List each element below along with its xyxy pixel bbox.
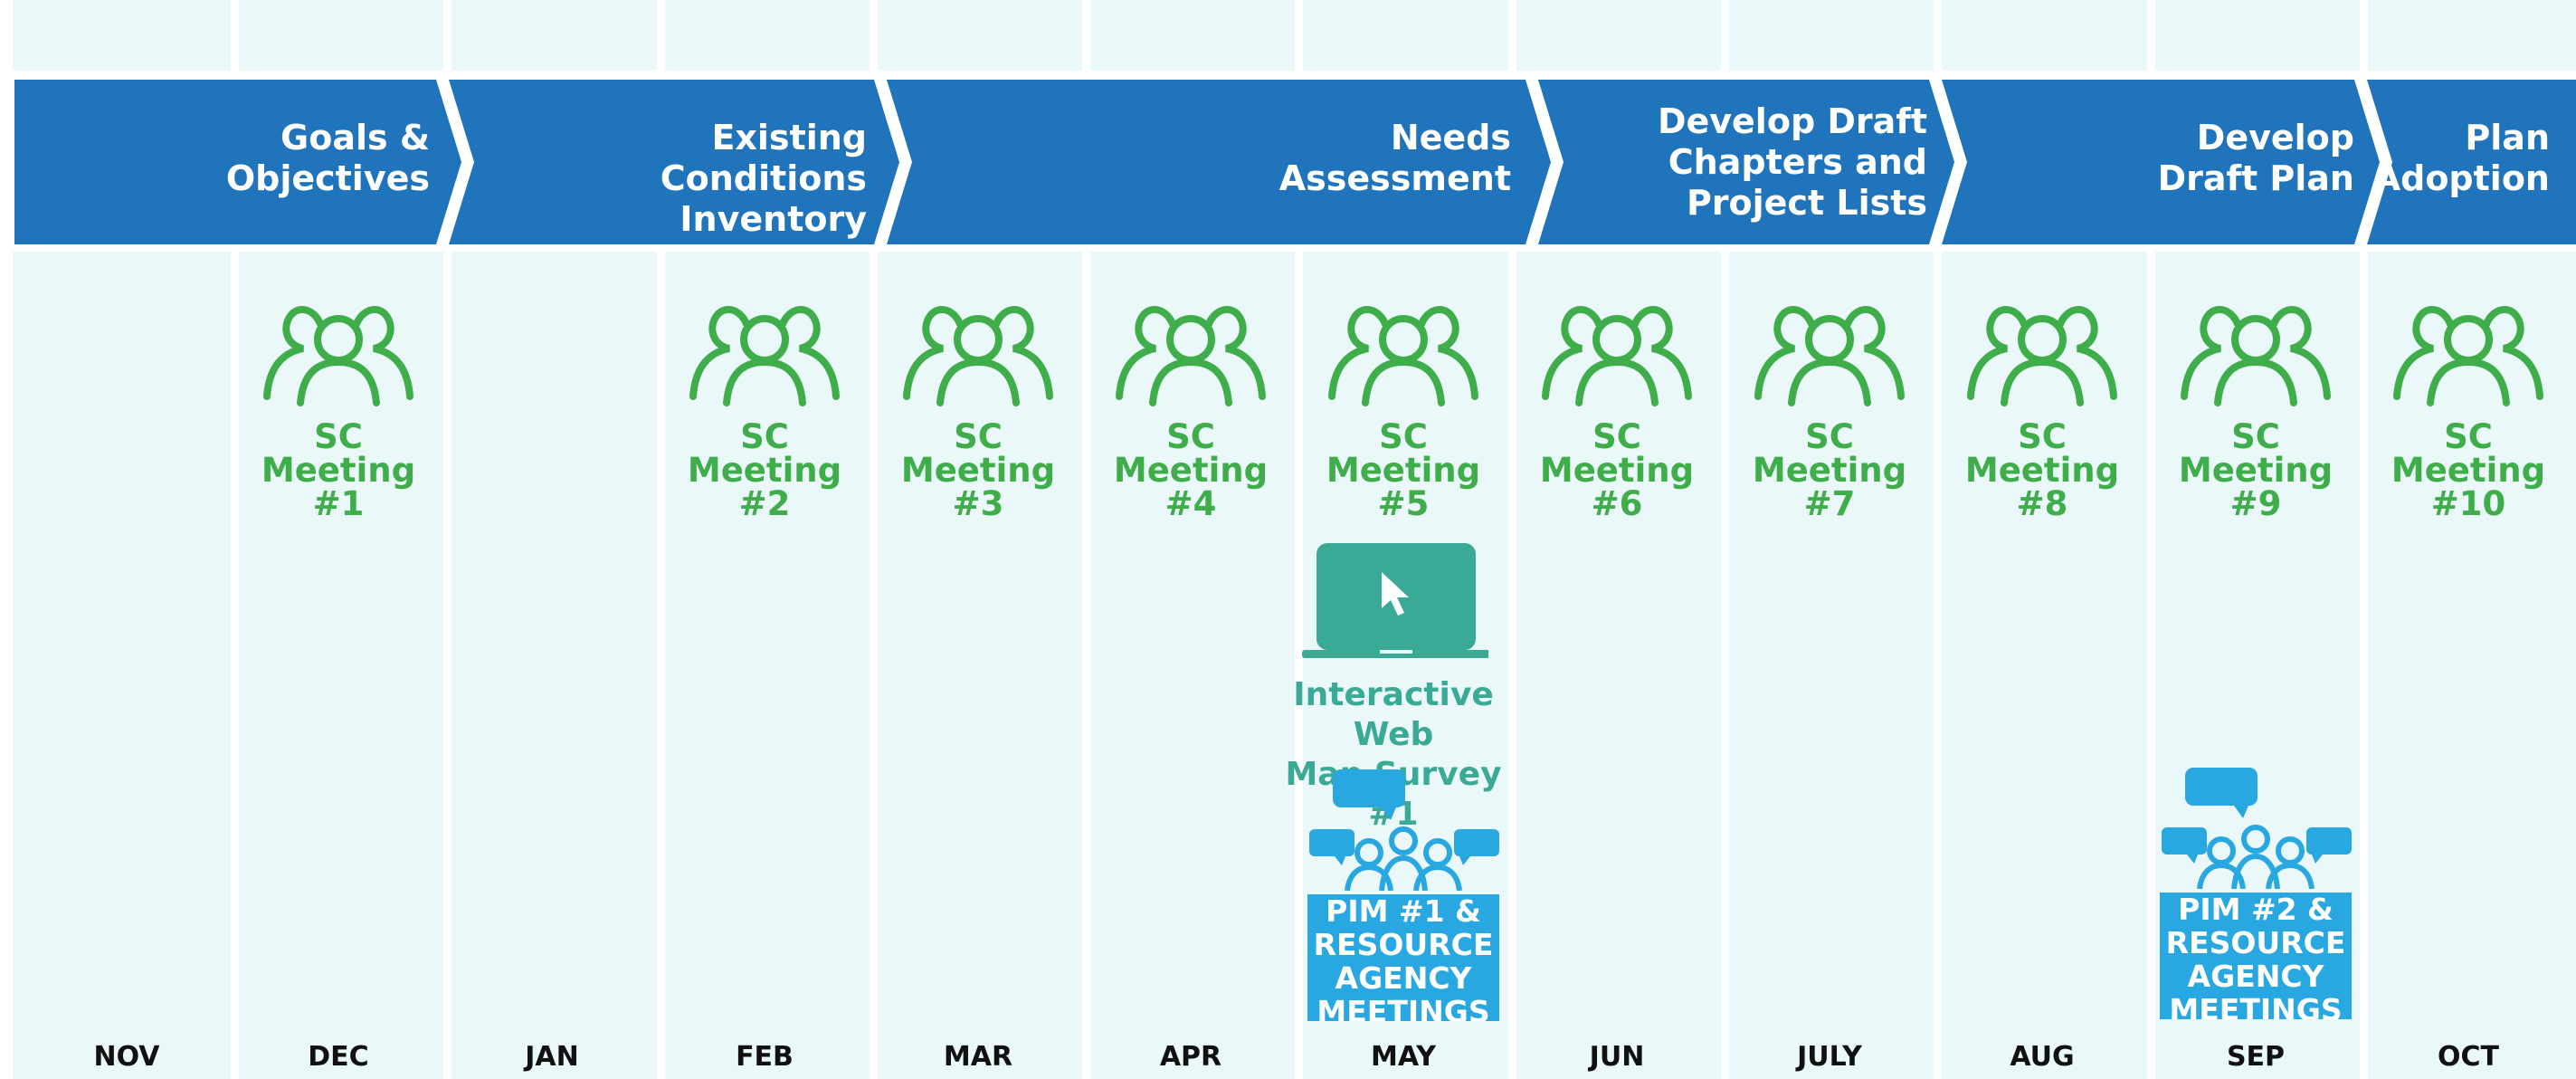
- phase-label-plan-adoption: Plan Adoption: [2373, 118, 2550, 198]
- sc-meeting-label: SC Meeting #9: [2178, 417, 2334, 523]
- column-divider: [1934, 0, 1942, 1079]
- column-divider: [231, 0, 239, 1079]
- column-divider: [657, 0, 665, 1079]
- group-people-icon: [1328, 306, 1478, 406]
- column-divider: [443, 0, 452, 1079]
- sc-meeting-1: SC Meeting #1: [234, 299, 442, 520]
- phase-chevron-2: [449, 80, 899, 244]
- sc-meeting-4: SC Meeting #4: [1087, 299, 1295, 520]
- sc-meeting-label: SC Meeting #1: [261, 417, 416, 523]
- pim-2: PIM #2 & RESOURCE AGENCY MEETINGS: [2147, 766, 2364, 1019]
- sc-meeting-label: SC Meeting #4: [1113, 417, 1269, 523]
- pim-label: PIM #1 & RESOURCE AGENCY MEETINGS: [1313, 894, 1494, 1021]
- sc-meeting-6: SC Meeting #6: [1513, 299, 1721, 520]
- sc-meeting-label: SC Meeting #2: [687, 417, 842, 523]
- sc-meeting-8: SC Meeting #8: [1938, 299, 2146, 520]
- month-label-sep: SEP: [2226, 1041, 2286, 1073]
- sc-meeting-9: SC Meeting #9: [2152, 299, 2360, 520]
- column-divider: [1295, 0, 1303, 1079]
- column-divider: [870, 0, 878, 1079]
- month-label-nov: NOV: [93, 1041, 160, 1073]
- sc-meeting-5: SC Meeting #5: [1299, 299, 1507, 520]
- sc-meeting-label: SC Meeting #10: [2391, 417, 2546, 523]
- month-label-dec: DEC: [308, 1041, 369, 1073]
- phase-label-draft-plan: Develop Draft Plan: [2157, 118, 2354, 198]
- phase-label-draft-chapters: Develop Draft Chapters and Project Lists: [1657, 101, 1927, 223]
- month-label-jan: JAN: [525, 1041, 579, 1073]
- column-divider: [1508, 0, 1516, 1079]
- group-people-icon: [689, 306, 840, 406]
- column-divider: [1082, 0, 1090, 1079]
- group-people-icon: [263, 306, 413, 406]
- phase-chevron-6: [2367, 80, 2576, 244]
- group-people-icon: [903, 306, 1053, 406]
- month-label-jun: JUN: [1589, 1041, 1645, 1073]
- month-label-apr: APR: [1159, 1041, 1222, 1073]
- month-label-aug: AUG: [2010, 1041, 2075, 1073]
- group-people-icon: [1116, 306, 1266, 406]
- group-people-icon: [1542, 306, 1692, 406]
- pim-label-box: PIM #2 & RESOURCE AGENCY MEETINGS: [2160, 893, 2352, 1019]
- column-divider: [1721, 0, 1729, 1079]
- sc-meeting-label: SC Meeting #8: [1964, 417, 2120, 523]
- sc-meeting-label: SC Meeting #7: [1752, 417, 1907, 523]
- phase-chevron-5: [1942, 80, 2380, 244]
- group-people-icon: [1754, 306, 1905, 406]
- laptop-cursor-icon: [1302, 543, 1490, 658]
- phase-chevron-3: [887, 80, 1551, 244]
- sc-meeting-7: SC Meeting #7: [1725, 299, 1934, 520]
- pim-1: PIM #1 & RESOURCE AGENCY MEETINGS: [1295, 768, 1512, 1021]
- speech-bubbles-group-icon: [1309, 769, 1499, 892]
- speech-bubbles-group-icon: [2162, 768, 2352, 890]
- month-label-july: JULY: [1797, 1041, 1862, 1073]
- group-people-icon: [1967, 306, 2117, 406]
- phase-chevron-4: [1538, 80, 1954, 244]
- column-divider: [2147, 0, 2155, 1079]
- sc-meeting-label: SC Meeting #6: [1539, 417, 1695, 523]
- sc-meeting-label: SC Meeting #5: [1326, 417, 1481, 523]
- group-people-icon: [2181, 306, 2331, 406]
- sc-meeting-label: SC Meeting #3: [900, 417, 1056, 523]
- column-divider: [0, 0, 13, 1079]
- pim-label-box: PIM #1 & RESOURCE AGENCY MEETINGS: [1307, 894, 1499, 1021]
- column-divider: [2360, 0, 2368, 1079]
- month-label-oct: OCT: [2438, 1041, 2499, 1073]
- sc-meeting-2: SC Meeting #2: [661, 299, 869, 520]
- phase-label-goals: Goals & Objectives: [225, 118, 430, 198]
- phase-label-needs-assessment: Needs Assessment: [1278, 118, 1511, 198]
- phase-chevron-1: [14, 80, 461, 244]
- pim-label: PIM #2 & RESOURCE AGENCY MEETINGS: [2165, 893, 2346, 1019]
- group-people-icon: [2393, 306, 2543, 406]
- sc-meeting-3: SC Meeting #3: [874, 299, 1082, 520]
- sc-meeting-10: SC Meeting #10: [2364, 299, 2572, 520]
- month-label-feb: FEB: [736, 1041, 794, 1073]
- month-label-mar: MAR: [943, 1041, 1013, 1073]
- month-label-may: MAY: [1371, 1041, 1436, 1073]
- phase-label-existing-conditions: Existing Conditions Inventory: [660, 118, 867, 239]
